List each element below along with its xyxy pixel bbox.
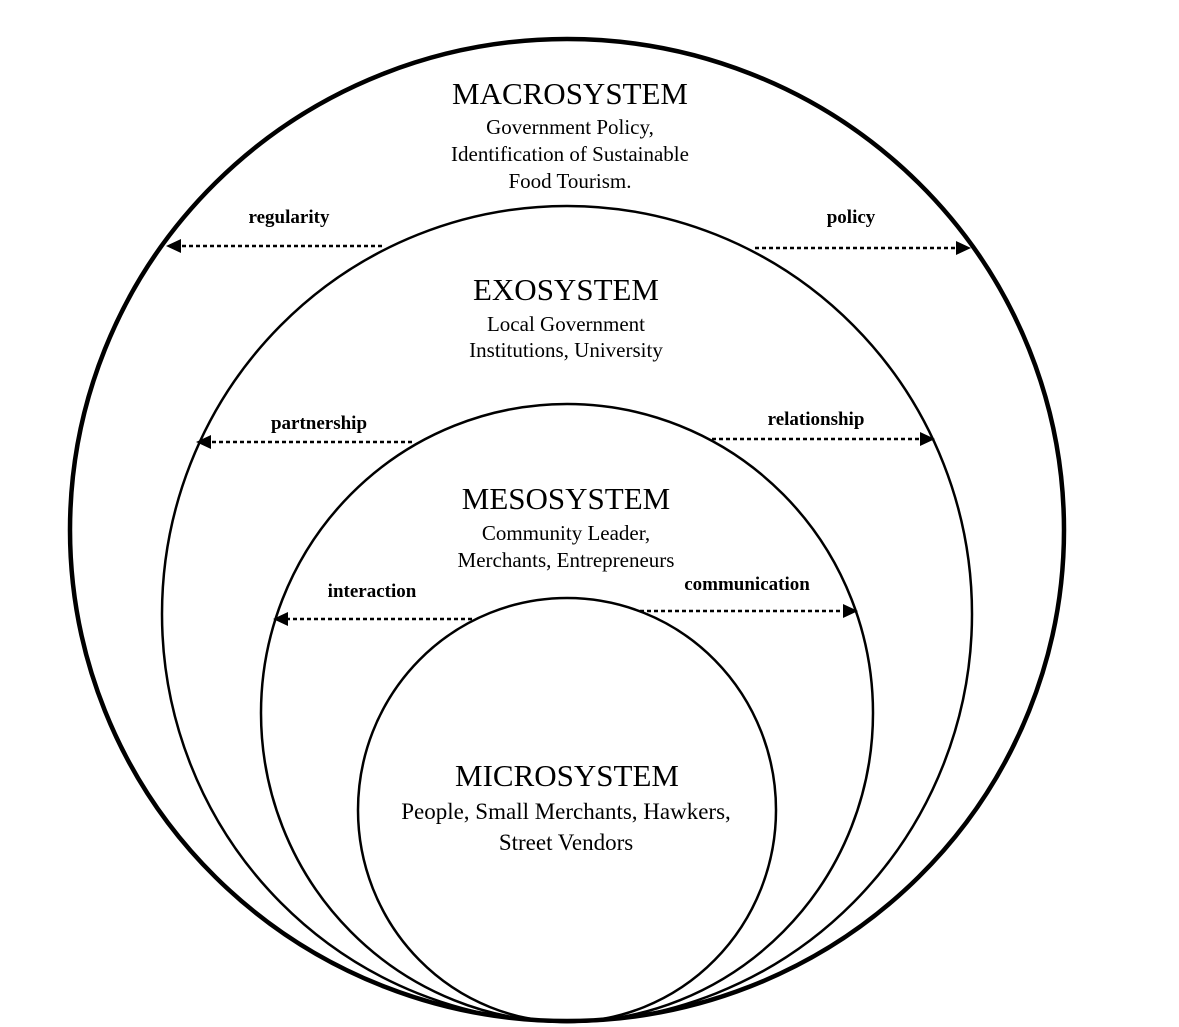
microsystem-circle: [356, 596, 778, 1024]
label-partnership: partnership: [271, 413, 367, 434]
arrow-regularity-head: [166, 239, 181, 253]
arrow-policy-head: [956, 241, 971, 255]
arrow-relationship-head: [920, 432, 935, 446]
exosystem-desc-line-1: Local Government: [487, 312, 645, 336]
mesosystem-title: MESOSYSTEM: [462, 481, 670, 516]
macrosystem-desc-line-2: Identification of Sustainable: [451, 142, 689, 166]
mesosystem-desc-line-2: Merchants, Entrepreneurs: [458, 548, 675, 572]
macrosystem-desc-line-1: Government Policy,: [486, 115, 654, 139]
microsystem-desc-line-2: Street Vendors: [499, 830, 633, 855]
exosystem-desc-line-2: Institutions, University: [469, 338, 663, 362]
label-interaction: interaction: [328, 581, 417, 602]
label-relationship: relationship: [768, 409, 865, 430]
macrosystem-desc-line-3: Food Tourism.: [509, 169, 632, 193]
microsystem-title: MICROSYSTEM: [455, 758, 679, 793]
label-regularity: regularity: [249, 207, 330, 228]
macrosystem-title: MACROSYSTEM: [452, 76, 688, 111]
label-policy: policy: [827, 207, 876, 228]
label-communication: communication: [684, 574, 810, 595]
arrow-interaction-head: [273, 612, 288, 626]
arrow-communication-head: [843, 604, 858, 618]
mesosystem-desc-line-1: Community Leader,: [482, 521, 650, 545]
arrow-partnership-head: [196, 435, 211, 449]
microsystem-desc-line-1: People, Small Merchants, Hawkers,: [401, 799, 731, 824]
exosystem-title: EXOSYSTEM: [473, 272, 659, 307]
